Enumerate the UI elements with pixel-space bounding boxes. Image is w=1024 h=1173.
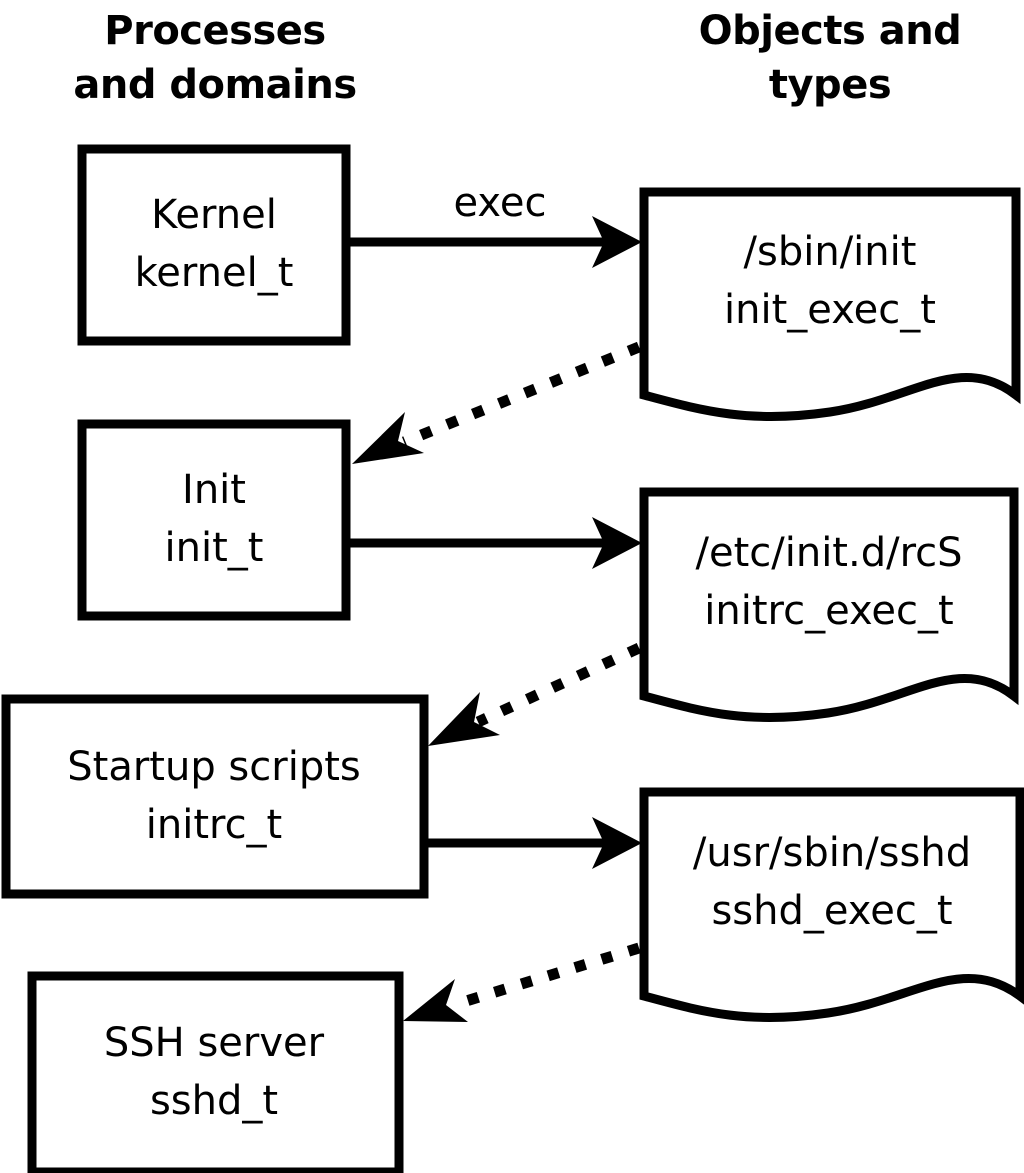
edge-init-exec-transition-init [352,341,642,464]
edge-sshd-exec-transition-sshd [403,942,641,1022]
object-label-sshd-exec-line2: sshd_exec_t [711,888,952,934]
left-column-header-line2: and domains [73,62,356,108]
object-node-initrc-exec[interactable]: /etc/init.d/rcS initrc_exec_t [639,487,1019,723]
object-node-sshd-exec[interactable]: /usr/sbin/sshd sshd_exec_t [639,787,1024,1023]
edge-label-exec: exec [454,180,547,226]
process-box-sshd[interactable] [27,971,404,1173]
process-label-kernel-line2: kernel_t [135,250,294,296]
process-node-kernel[interactable]: Kernel kernel_t [77,144,351,346]
edge-line-init-transition [401,341,642,448]
edge-line-sshd-transition [451,942,641,1011]
process-node-sshd[interactable]: SSH server sshd_t [27,971,404,1173]
object-document-init-exec[interactable] [639,187,1021,422]
object-document-initrc-exec[interactable] [639,487,1019,723]
object-node-init-exec[interactable]: /sbin/init init_exec_t [639,187,1021,422]
arrowhead-init-transition [352,412,424,464]
edge-kernel-exec-init-exec: exec [350,180,642,268]
object-label-init-exec-line2: init_exec_t [724,287,936,333]
arrowhead-initrc-transition [428,692,500,746]
right-column-header-line1: Objects and [699,8,962,54]
object-document-sshd-exec[interactable] [639,787,1024,1023]
process-node-initrc[interactable]: Startup scripts initrc_t [1,694,429,899]
process-label-initrc-line1: Startup scripts [67,744,360,790]
process-node-init[interactable]: Init init_t [77,419,351,621]
object-label-sshd-exec-line1: /usr/sbin/sshd [693,830,971,876]
object-label-init-exec-line1: /sbin/init [744,229,917,275]
object-label-initrc-exec-line1: /etc/init.d/rcS [695,530,962,576]
process-label-sshd-line2: sshd_t [150,1078,278,1124]
left-column-header-line1: Processes [104,8,325,54]
process-box-kernel[interactable] [77,144,351,346]
process-box-initrc[interactable] [1,694,429,899]
right-column-header-line2: types [769,62,891,108]
process-label-sshd-line1: SSH server [104,1020,325,1066]
edge-initrc-exec-transition-initrc [428,643,642,746]
arrowhead-sshd-transition [403,979,468,1022]
process-label-init-line1: Init [182,467,246,513]
object-label-initrc-exec-line2: initrc_exec_t [704,588,953,634]
edge-line-initrc-transition [475,643,642,727]
edge-initrc-exec-sshd-exec [428,817,642,869]
process-label-init-line2: init_t [165,525,264,571]
left-column-header: Processes and domains [73,8,357,108]
arrowhead-init-exec [592,517,642,569]
process-box-init[interactable] [77,419,351,621]
arrowhead-kernel-exec [592,216,642,268]
right-column-header: Objects and types [699,8,962,108]
process-label-initrc-line2: initrc_t [146,802,283,848]
edge-init-exec-initrc-exec [350,517,642,569]
process-label-kernel-line1: Kernel [151,192,277,238]
arrowhead-initrc-exec [592,817,642,869]
